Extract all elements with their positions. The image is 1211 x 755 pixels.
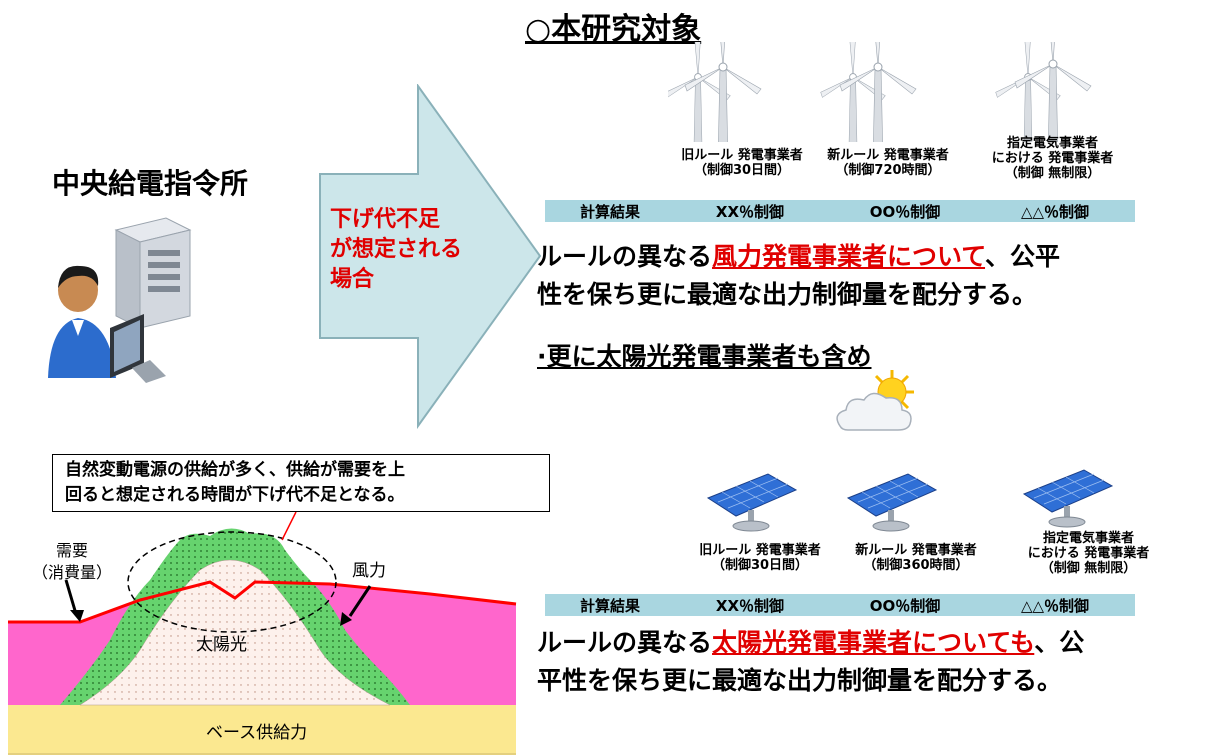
- arrow-text: 下げ代不足 が想定される 場合: [330, 207, 463, 292]
- center-label: 中央給電指令所: [52, 167, 249, 200]
- wind-label-designated: 指定電気事業者 における 発電事業者 （制御 無制限）: [991, 136, 1114, 181]
- wind-label-new-rule: 新ルール 発電事業者 （制御720時間）: [827, 148, 949, 178]
- wind-area-label: 風力: [352, 561, 386, 581]
- wind-result-bar: 計算結果 XX％制御 OO％制御 △△％制御: [545, 200, 1135, 222]
- supply-demand-graph: [8, 511, 517, 755]
- wind-result-label: 計算結果: [579, 202, 640, 221]
- wind-desc-pre: ルールの異なる: [537, 242, 713, 271]
- wind-label-old-rule: 旧ルール 発電事業者 （制御30日間）: [681, 148, 803, 178]
- solar-result-old: XX％制御: [715, 596, 785, 615]
- solar-desc-post: 、公: [1034, 628, 1085, 657]
- wind-result-old: XX％制御: [715, 202, 785, 221]
- wind-turbines-icon: [668, 42, 1092, 142]
- solar-label-designated: 指定電気事業者 における 発電事業者 （制御 無制限）: [1027, 531, 1150, 576]
- base-supply-label: ベース供給力: [206, 723, 308, 743]
- solar-result-bar: 計算結果 XX％制御 OO％制御 △△％制御: [545, 594, 1135, 616]
- solar-desc-highlight: 太陽光発電事業者についても: [712, 628, 1035, 657]
- solar-label-old-rule: 旧ルール 発電事業者 （制御30日間）: [699, 543, 821, 573]
- wind-desc-post: 、公平: [985, 242, 1061, 271]
- solar-label-new-rule: 新ルール 発電事業者 （制御360時間）: [855, 543, 977, 573]
- solar-heading: ·更に太陽光発電事業者も含め: [537, 342, 872, 371]
- solar-result-new: OO％制御: [869, 596, 941, 615]
- wind-desc-highlight: 風力発電事業者について: [712, 242, 986, 271]
- page-title: ○本研究対象: [525, 12, 702, 47]
- sun-cloud-icon: [836, 370, 914, 431]
- wind-desc-line2: 性を保ち更に最適な出力制御量を配分する。: [537, 280, 1038, 309]
- solar-desc-line2: 平性を保ち更に最適な出力制御量を配分する。: [537, 666, 1063, 695]
- solar-description: ルールの異なる太陽光発電事業者についても、公 平性を保ち更に最適な出力制御量を配…: [537, 624, 1084, 700]
- wind-result-designated: △△％制御: [1020, 202, 1090, 221]
- solar-panels-icon: [707, 469, 1113, 532]
- operator-computer-icon: [48, 217, 192, 383]
- solar-desc-pre: ルールの異なる: [537, 628, 713, 657]
- solar-result-designated: △△％制御: [1020, 596, 1090, 615]
- solar-result-label: 計算結果: [579, 596, 640, 615]
- demand-label: 需要 （消費量）: [32, 541, 113, 582]
- arrow-shape: [319, 84, 542, 429]
- solar-area-label: 太陽光: [196, 635, 247, 655]
- wind-description: ルールの異なる風力発電事業者について、公平 性を保ち更に最適な出力制御量を配分す…: [537, 238, 1060, 314]
- note-box: 自然変動電源の供給が多く、供給が需要を上 回ると想定される時間が下げ代不足となる…: [52, 454, 550, 512]
- wind-result-new: OO％制御: [869, 202, 941, 221]
